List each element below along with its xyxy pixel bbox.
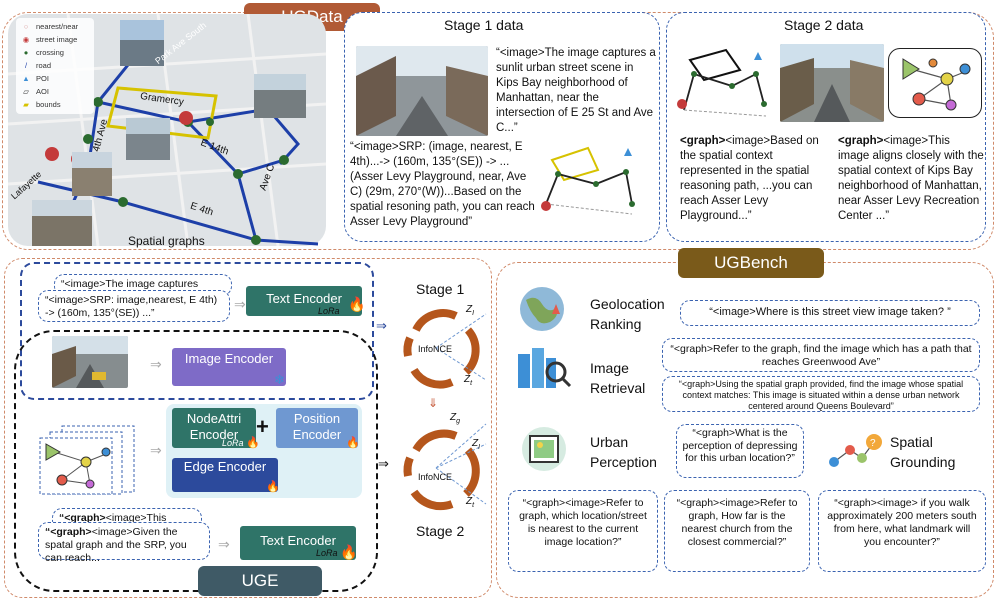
grounding-question-2: “<graph><image>Refer to graph, How far i… — [664, 490, 810, 572]
bounds-icon: ▰ — [23, 100, 29, 109]
stage-down-arrow: ⇓ — [428, 396, 439, 410]
node-attri-encoder-label: NodeAttri Encoder — [186, 411, 242, 442]
query-image-retrieval-1: “<graph>Refer to the graph, find the ima… — [662, 338, 980, 372]
z-t-label-2: Zt — [466, 496, 475, 509]
camera-icon: ◉ — [22, 35, 30, 44]
stage2-left-tag: <graph> — [680, 135, 726, 147]
image-graph-group — [14, 330, 378, 592]
near-icon: ○ — [23, 22, 29, 31]
edge-encoder: Edge Encoder — [172, 458, 278, 492]
flame-icon-edge: 🔥 — [266, 481, 280, 493]
map-legend: ○nearest/near ◉street image ●crossing /r… — [16, 18, 94, 114]
task-spatial-grounding: Spatial Grounding — [890, 434, 956, 470]
uge-title: UGE — [198, 566, 322, 596]
legend-street-image: ◉street image — [20, 33, 94, 46]
stage1-street-photo — [356, 46, 488, 136]
poi-icon: ▲ — [22, 74, 30, 83]
legend-road: /road — [20, 59, 94, 72]
stage2-graph-diagram — [670, 44, 780, 124]
stage1-data-title: Stage 1 data — [444, 17, 524, 33]
infonce-label-2: InfoNCE — [418, 472, 453, 482]
legend-crossing: ●crossing — [20, 46, 94, 59]
stage2-right-tag: <graph> — [838, 135, 884, 147]
arrow-image-to-encoder: ⇒ — [150, 356, 162, 372]
image-encoder: Image Encoder — [172, 348, 286, 386]
stage1-label: Stage 1 — [416, 281, 465, 297]
lora-label-node: LoRa — [222, 438, 244, 448]
snowflake-icon: ❄ — [274, 372, 285, 387]
road-icon: / — [24, 61, 28, 70]
arrow-to-stage2: ⇒ — [378, 456, 389, 471]
text-encoder-2-label: Text Encoder — [260, 533, 336, 548]
node-attri-encoder: NodeAttri Encoder — [172, 408, 256, 448]
aoi-icon: ▱ — [23, 87, 29, 96]
z-i-label: ZI — [466, 304, 475, 317]
arrow-to-stage1: ⇒ — [376, 318, 387, 333]
task-urban-perception: Urban Perception — [590, 434, 657, 470]
uge-outer-panel — [4, 258, 492, 598]
stage2-right-text: <graph><image>This image aligns closely … — [838, 134, 984, 224]
stage1-caption: “<image>The image captures a sunlit urba… — [496, 47, 656, 134]
stage2-network-icon — [888, 48, 982, 118]
spatial-grounding-icon: ? — [822, 428, 886, 474]
lora-label-2: LoRa — [316, 548, 338, 558]
stage2-data-title: Stage 2 data — [784, 17, 864, 33]
task-geolocation: Geolocation Ranking — [590, 296, 665, 332]
arrow-graph-text-to-encoder: ⇒ — [218, 536, 230, 552]
arrow-graph-to-encoder: ⇒ — [150, 442, 162, 458]
infonce-cycle-1 — [396, 300, 492, 396]
ugbench-title: UGBench — [678, 248, 824, 278]
infonce-cycle-2 — [396, 418, 492, 520]
stage1-graph-diagram — [536, 144, 656, 234]
infonce-label-1: InfoNCE — [418, 344, 453, 354]
uge-street-photo — [52, 336, 128, 388]
text-encoder-2: Text Encoder — [240, 526, 356, 560]
image-encoder-label: Image Encoder — [184, 351, 274, 366]
flame-icon-position: 🔥 — [346, 437, 360, 449]
legend-poi: ▲POI — [20, 72, 94, 85]
arrow-text-to-encoder: ⇒ — [234, 296, 246, 312]
flame-icon-2: 🔥 — [340, 544, 358, 560]
plus-sign: + — [256, 414, 269, 439]
svg-text:?: ? — [870, 438, 876, 449]
query-urban-perception: “<graph>What is the perception of depres… — [676, 424, 804, 478]
city-search-icon — [512, 344, 572, 392]
flame-icon-node: 🔥 — [246, 437, 260, 449]
lora-label-1: LoRa — [318, 306, 340, 316]
text-encoder-1-label: Text Encoder — [266, 291, 342, 306]
legend-bounds: ▰bounds — [20, 98, 94, 111]
crossing-icon: ● — [23, 48, 29, 57]
query-geolocation: “<image>Where is this street view image … — [680, 300, 980, 326]
edge-encoder-label: Edge Encoder — [183, 459, 267, 474]
uge-text-front: “<image>SRP: image,nearest, E 4th) -> (1… — [38, 290, 230, 322]
graph-stack-icon — [36, 420, 136, 496]
spatial-graphs-label: Spatial graphs — [128, 234, 205, 248]
stage2-left-text: <graph><image>Based on the spatial conte… — [680, 134, 822, 224]
grounding-question-3: “<graph><image> if you walk approximatel… — [818, 490, 986, 572]
text-encoder-1: Text Encoder — [246, 286, 362, 316]
stage2-left-body: <image>Based on the spatial context repr… — [680, 135, 819, 222]
z-i-label-2: ZI — [472, 438, 481, 451]
stage2-label: Stage 2 — [416, 523, 465, 539]
z-t-label-1: Zt — [464, 374, 473, 387]
position-encoder-label: Position Encoder — [292, 411, 342, 442]
legend-aoi: ▱AOI — [20, 85, 94, 98]
uge-graph-text-front: “<graph><image>Given the spatal graph an… — [38, 522, 210, 564]
task-image-retrieval: Image Retrieval — [590, 360, 646, 396]
globe-icon — [512, 284, 572, 334]
query-image-retrieval-2: “<graph>Using the spatial graph provided… — [662, 376, 980, 412]
legend-near: ○nearest/near — [20, 20, 94, 33]
photo-frame-icon — [516, 424, 572, 474]
flame-icon-1: 🔥 — [348, 296, 366, 312]
stage2-street-photo — [780, 44, 884, 122]
stage2-right-body: <image>This image aligns closely with th… — [838, 135, 984, 222]
z-g-label: Zg — [450, 412, 461, 425]
position-encoder: Position Encoder — [276, 408, 358, 448]
text-image-group — [20, 262, 374, 400]
stage1-srp: “<image>SRP: (image, nearest, E 4th)...-… — [350, 141, 535, 228]
grounding-question-1: “<graph><image>Refer to graph, which loc… — [508, 490, 658, 572]
